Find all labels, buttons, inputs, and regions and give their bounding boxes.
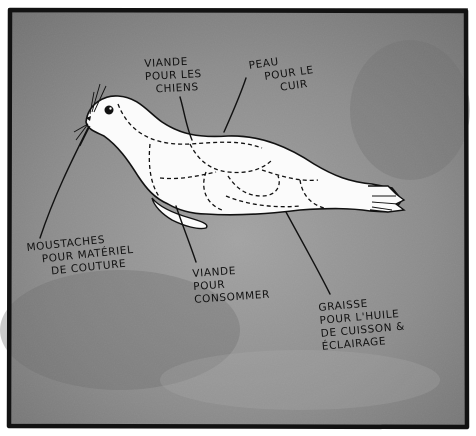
label-fat: GRAISSE POUR L'HUILE DE CUISSON & ÉCLAIR…	[318, 295, 407, 354]
seal-eye-highlight	[109, 107, 111, 109]
label-dog-meat: VIANDE POUR LES CHIENS	[144, 55, 203, 97]
seal-eye	[105, 106, 114, 115]
background-grain	[8, 8, 468, 428]
label-meat: VIANDE POUR CONSOMMER	[192, 263, 270, 307]
